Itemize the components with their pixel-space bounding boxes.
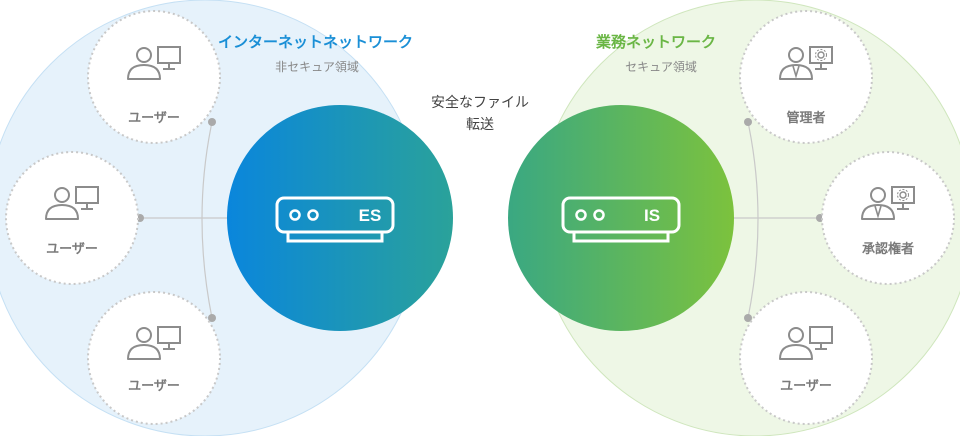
connector-dot <box>208 118 216 126</box>
business-node-2-label: 承認権者 <box>861 242 914 257</box>
internet-node-2-label: ユーザー <box>46 242 98 257</box>
business-connector-arc <box>747 121 759 319</box>
es-server-circle <box>227 105 453 331</box>
is-server-circle <box>508 105 734 331</box>
connector-dot <box>208 314 216 322</box>
business-node-1[interactable] <box>739 10 873 144</box>
internet-node-3[interactable] <box>87 291 221 425</box>
connector-dot <box>744 314 752 322</box>
is-server-icon: IS <box>561 196 681 243</box>
business-node-3-label: ユーザー <box>780 379 832 394</box>
es-server-icon: ES <box>275 196 395 243</box>
is-server-label: IS <box>644 206 660 225</box>
transfer-label-line1: 安全なファイル <box>431 95 529 111</box>
internet-node-3-label: ユーザー <box>128 379 180 394</box>
internet-node-1[interactable] <box>87 10 221 144</box>
es-server-label: ES <box>359 206 382 225</box>
connector-dot <box>744 118 752 126</box>
transfer-label-line2: 転送 <box>466 117 494 133</box>
internet-connector-arc <box>201 121 213 319</box>
internet-zone-subtitle: 非セキュア領域 <box>275 60 359 74</box>
business-zone-title: 業務ネットワーク <box>596 33 717 51</box>
transfer-label: 安全なファイル 転送 <box>420 92 540 136</box>
business-node-3[interactable] <box>739 291 873 425</box>
internet-zone-title: インターネットネットワーク <box>218 33 414 51</box>
business-node-2[interactable] <box>821 151 955 285</box>
connector-dot <box>816 214 824 222</box>
business-zone-subtitle: セキュア領域 <box>625 60 697 74</box>
business-node-1-label: 管理者 <box>786 111 826 126</box>
internet-node-2[interactable] <box>5 151 139 285</box>
internet-node-1-label: ユーザー <box>128 111 180 126</box>
